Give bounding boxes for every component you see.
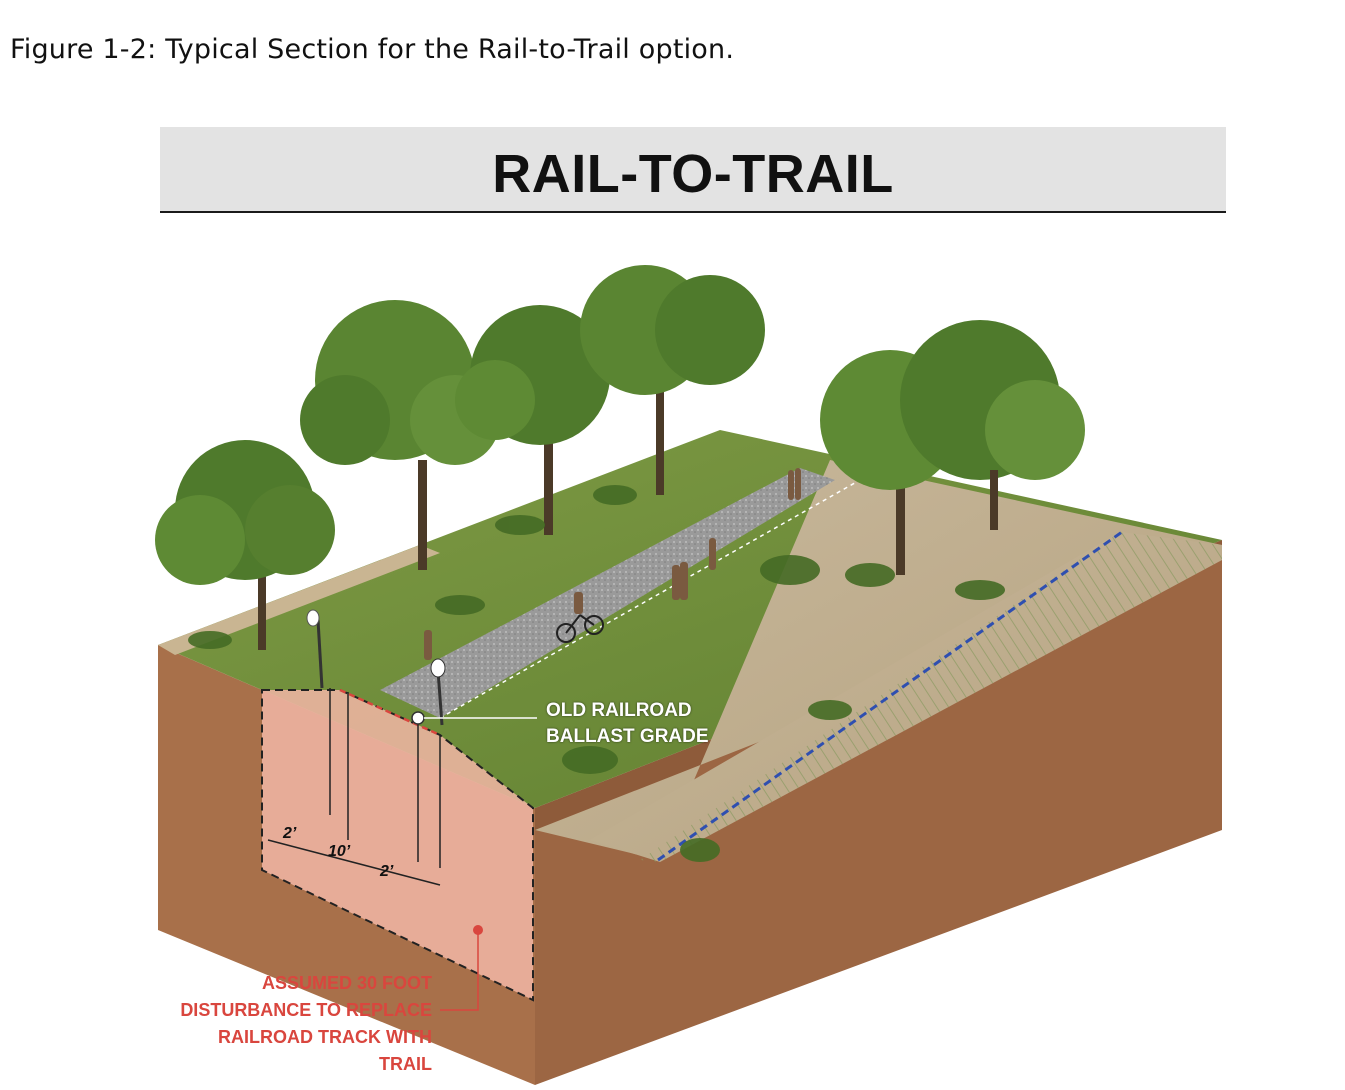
trail-users (424, 468, 801, 660)
figure-caption: Figure 1-2: Typical Section for the Rail… (10, 34, 735, 65)
diagram-title: RAIL-TO-TRAIL (492, 144, 894, 204)
disturbance-label-line2: DISTURBANCE TO REPLACE (180, 1000, 432, 1020)
lamp-post (316, 619, 324, 689)
property-boundary (657, 530, 1123, 862)
disturbance-label-line3: RAILROAD TRACK WITH (218, 1027, 432, 1047)
gravel-trail (380, 468, 835, 718)
soil-right-face (535, 540, 1222, 1085)
ballast-label-line2: BALLAST GRADE (546, 726, 709, 747)
dimension-shoulder-left: 2’ (283, 825, 297, 842)
trees (155, 265, 1085, 650)
disturbance-label-line4: TRAIL (379, 1054, 432, 1074)
title-banner: RAIL-TO-TRAIL (160, 127, 1226, 213)
dimension-trail-width: 10’ (328, 843, 351, 860)
disturbance-label-line1: ASSUMED 30 FOOT (261, 973, 432, 993)
trail-sign (436, 669, 444, 726)
ballast-label-line1: OLD RAILROAD (546, 700, 692, 721)
farm-field (535, 460, 1222, 860)
dimension-shoulder-right: 2’ (380, 863, 394, 880)
cyclist (556, 614, 604, 643)
dimension-lines (267, 688, 441, 886)
shrubs (188, 485, 1005, 862)
